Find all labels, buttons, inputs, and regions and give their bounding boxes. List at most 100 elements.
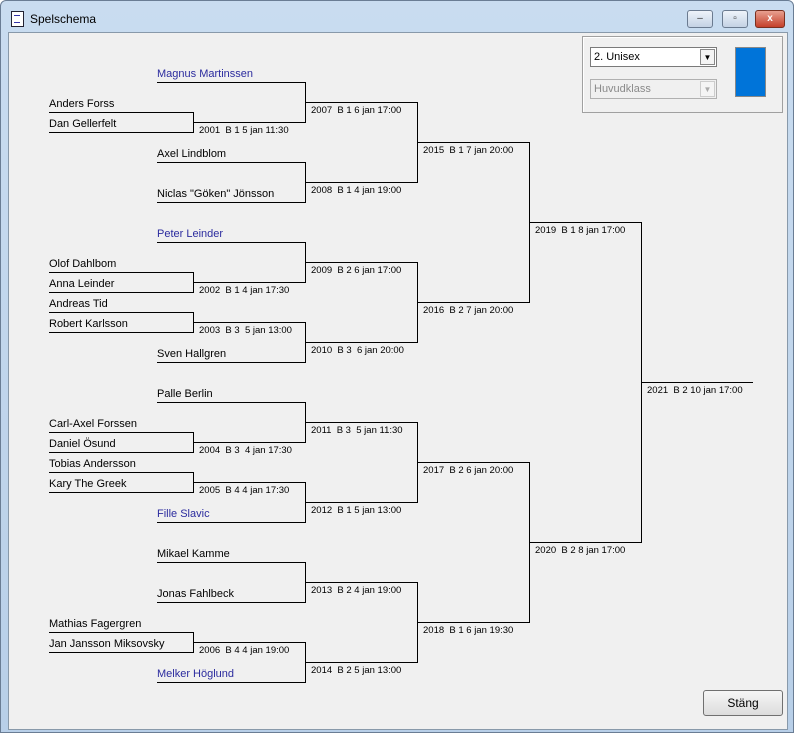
match-label: 2006 B 4 4 jan 19:00 <box>199 645 290 656</box>
match-line <box>417 142 529 143</box>
player-name: Mathias Fagergren <box>49 618 142 630</box>
match-line <box>305 102 417 103</box>
group-select-value: Huvudklass <box>594 83 651 95</box>
player-line <box>157 562 305 563</box>
match-line <box>529 222 641 223</box>
minimize-button[interactable]: ‒ <box>687 10 713 28</box>
player-name: Kary The Greek <box>49 478 127 490</box>
match-label: 2014 B 2 5 jan 13:00 <box>311 665 402 676</box>
close-button[interactable]: Stäng <box>703 690 783 716</box>
player-line <box>49 332 193 333</box>
player-line <box>49 292 193 293</box>
client-area <box>8 32 788 730</box>
player-name: Robert Karlsson <box>49 318 128 330</box>
match-label: 2008 B 1 4 jan 19:00 <box>311 185 402 196</box>
match-label: 2002 B 1 4 jan 17:30 <box>199 285 290 296</box>
match-line <box>305 262 417 263</box>
match-label: 2003 B 3 5 jan 13:00 <box>199 325 292 336</box>
player-line <box>157 82 305 83</box>
player-line <box>157 522 305 523</box>
match-label: 2005 B 4 4 jan 17:30 <box>199 485 290 496</box>
player-line <box>157 162 305 163</box>
match-label: 2001 B 1 5 jan 11:30 <box>199 125 289 136</box>
player-name: Tobias Andersson <box>49 458 136 470</box>
match-label: 2020 B 2 8 jan 17:00 <box>535 545 626 556</box>
class-select[interactable]: 2. Unisex ▼ <box>590 47 717 67</box>
player-name: Carl-Axel Forssen <box>49 418 138 430</box>
player-name: Andreas Tid <box>49 298 108 310</box>
player-line <box>49 312 193 313</box>
player-name: Mikael Kamme <box>157 548 230 560</box>
match-line <box>193 442 305 443</box>
match-label: 2013 B 2 4 jan 19:00 <box>311 585 402 596</box>
match-label: 2019 B 1 8 jan 17:00 <box>535 225 626 236</box>
player-line <box>49 492 193 493</box>
player-line <box>157 202 305 203</box>
player-line <box>49 652 193 653</box>
match-label: 2009 B 2 6 jan 17:00 <box>311 265 402 276</box>
player-name: Daniel Ösund <box>49 438 116 450</box>
window-title: Spelschema <box>30 12 97 26</box>
match-line <box>529 542 641 543</box>
player-line <box>157 362 305 363</box>
match-line <box>193 642 305 643</box>
match-line <box>305 662 417 663</box>
player-name: Niclas "Göken" Jönsson <box>157 188 275 200</box>
class-select-value: 2. Unisex <box>594 51 640 63</box>
color-swatch <box>735 47 766 97</box>
match-label: 2011 B 3 5 jan 11:30 <box>311 425 403 436</box>
dropdown-arrow-icon[interactable]: ▼ <box>700 49 715 65</box>
player-line <box>157 682 305 683</box>
match-line <box>305 502 417 503</box>
match-line <box>193 482 305 483</box>
player-name: Jan Jansson Miksovsky <box>49 638 165 650</box>
match-line <box>193 322 305 323</box>
player-line <box>49 452 193 453</box>
player-name: Axel Lindblom <box>157 148 227 160</box>
match-label: 2018 B 1 6 jan 19:30 <box>423 625 514 636</box>
player-line <box>49 132 193 133</box>
player-name: Anders Forss <box>49 98 115 110</box>
player-name: Peter Leinder <box>157 228 224 240</box>
match-label: 2015 B 1 7 jan 20:00 <box>423 145 514 156</box>
match-line <box>305 342 417 343</box>
match-line <box>193 122 305 123</box>
player-name: Magnus Martinssen <box>157 68 253 80</box>
title-bar[interactable]: Spelschema ‒ ▫ x <box>1 1 793 33</box>
match-line <box>417 462 529 463</box>
match-line <box>641 382 753 383</box>
match-line <box>305 182 417 183</box>
group-select: Huvudklass ▼ <box>590 79 717 99</box>
match-label: 2017 B 2 6 jan 20:00 <box>423 465 514 476</box>
player-name: Anna Leinder <box>49 278 115 290</box>
player-line <box>49 432 193 433</box>
match-line <box>193 282 305 283</box>
player-name: Olof Dahlbom <box>49 258 117 270</box>
player-line <box>49 112 193 113</box>
match-line <box>417 622 529 623</box>
match-label: 2004 B 3 4 jan 17:30 <box>199 445 292 456</box>
match-line <box>305 422 417 423</box>
match-line <box>305 582 417 583</box>
maximize-button[interactable]: ▫ <box>722 10 748 28</box>
dropdown-arrow-icon: ▼ <box>700 81 715 97</box>
player-name: Dan Gellerfelt <box>49 118 117 130</box>
match-label: 2021 B 2 10 jan 17:00 <box>647 385 743 396</box>
player-line <box>157 402 305 403</box>
player-name: Fille Slavic <box>157 508 210 520</box>
player-name: Palle Berlin <box>157 388 213 400</box>
player-line <box>157 602 305 603</box>
match-label: 2016 B 2 7 jan 20:00 <box>423 305 514 316</box>
match-label: 2012 B 1 5 jan 13:00 <box>311 505 402 516</box>
player-line <box>49 632 193 633</box>
player-line <box>49 472 193 473</box>
player-name: Melker Höglund <box>157 668 235 680</box>
match-label: 2010 B 3 6 jan 20:00 <box>311 345 404 356</box>
match-label: 2007 B 1 6 jan 17:00 <box>311 105 402 116</box>
player-line <box>157 242 305 243</box>
close-window-button[interactable]: x <box>755 10 785 28</box>
document-icon <box>11 11 24 27</box>
match-line <box>417 302 529 303</box>
filter-panel <box>582 36 783 113</box>
player-name: Jonas Fahlbeck <box>157 588 235 600</box>
